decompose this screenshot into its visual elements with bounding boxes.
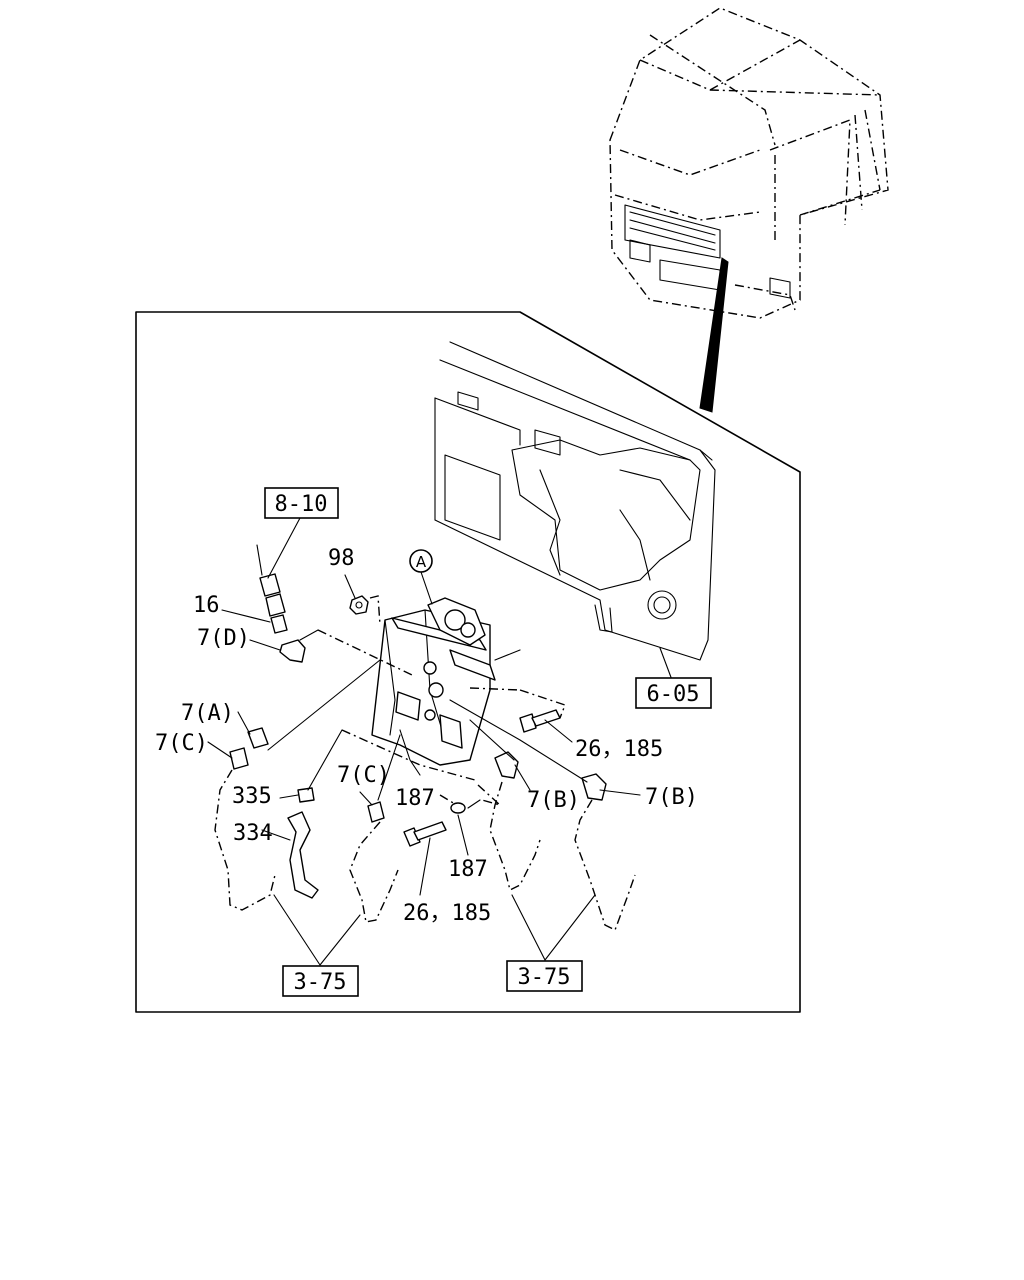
part-98-nut — [349, 595, 369, 615]
part-7a-fitting — [247, 727, 269, 749]
svg-text:3-75: 3-75 — [294, 970, 347, 995]
ref-box-3-75-right[interactable]: 3-75 — [506, 960, 583, 992]
label-187-top: 187 — [395, 786, 435, 811]
part-334-hose — [287, 811, 319, 899]
ref-box-3-75-left[interactable]: 3-75 — [282, 965, 359, 997]
label-187-bottom: 187 — [448, 857, 488, 882]
svg-text:3-75: 3-75 — [518, 965, 571, 990]
bracket-assembly — [371, 597, 521, 776]
part-7c-left-fitting — [229, 747, 249, 770]
part-7b-right-elbow — [581, 773, 607, 801]
svg-text:A: A — [416, 553, 427, 571]
svg-text:6-05: 6-05 — [647, 682, 700, 707]
part-26-185-bolt-right — [519, 709, 561, 733]
label-335: 335 — [232, 784, 272, 809]
label-7a: 7(A) — [181, 701, 234, 726]
label-7c-mid: 7(C) — [337, 763, 390, 788]
ref-box-6-05[interactable]: 6-05 — [635, 677, 712, 709]
label-16: 16 — [193, 593, 220, 618]
label-98: 98 — [328, 546, 355, 571]
leader-lines — [207, 517, 641, 966]
part-7c-mid-fitting — [367, 801, 385, 823]
label-7c-left: 7(C) — [155, 731, 208, 756]
ref-box-8-10[interactable]: 8-10 — [264, 487, 339, 519]
label-26-185-bottom: 26，185 — [403, 901, 491, 926]
detail-frame — [135, 311, 801, 1013]
part-335-clip — [297, 787, 315, 803]
part-26-185-bolt-bottom — [403, 821, 447, 847]
part-7d-elbow — [279, 639, 306, 663]
truck-cab-illustration — [609, 7, 889, 319]
label-7b-mid: 7(B) — [527, 788, 580, 813]
part-16-switch — [256, 544, 288, 634]
pipes-3-75 — [214, 769, 636, 931]
cab-front-panel — [434, 341, 716, 661]
label-7d: 7(D) — [197, 626, 250, 651]
view-a-marker: A — [409, 549, 433, 573]
zoom-indicator-swoosh — [699, 257, 729, 413]
label-7b-right: 7(B) — [645, 785, 698, 810]
part-187-washer — [450, 802, 466, 814]
label-334: 334 — [233, 821, 273, 846]
svg-text:8-10: 8-10 — [275, 492, 328, 517]
label-26-185-right: 26，185 — [575, 737, 663, 762]
